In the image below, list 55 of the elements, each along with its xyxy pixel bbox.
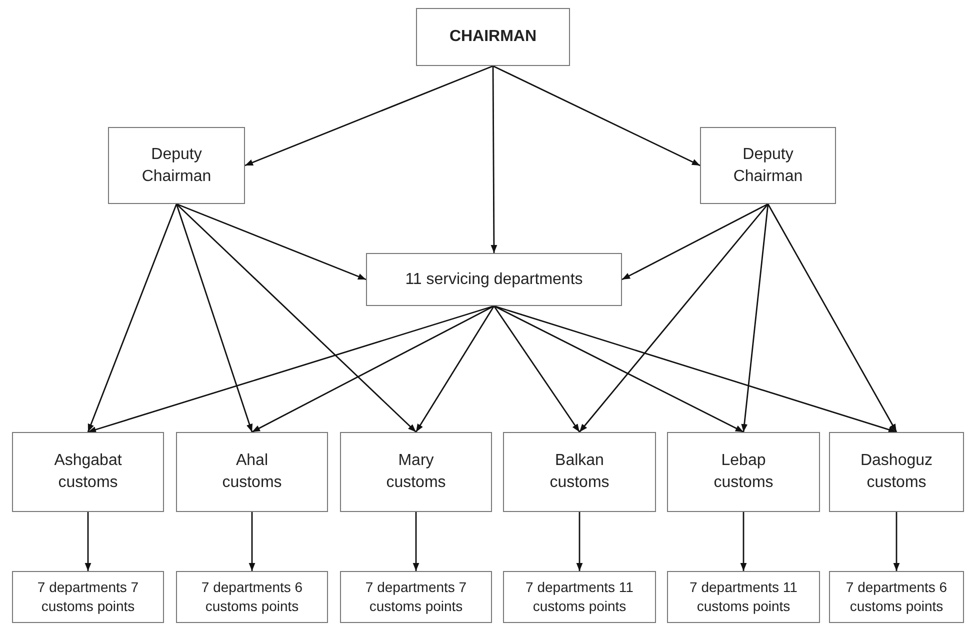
department-box xyxy=(366,253,622,306)
arrow xyxy=(87,204,178,432)
box-label: Mary customs xyxy=(385,451,447,493)
arrow xyxy=(176,203,366,280)
box-label: Deputy Chairman xyxy=(732,144,804,186)
org-box xyxy=(503,432,656,512)
arrow xyxy=(494,305,744,433)
arrow xyxy=(244,65,494,166)
arrow xyxy=(741,204,769,432)
box-label: CHAIRMAN xyxy=(449,27,537,48)
arrow xyxy=(252,305,494,433)
arrow xyxy=(767,204,898,432)
arrow xyxy=(490,66,498,253)
box-label: 7 departments 7 customs points xyxy=(36,578,140,616)
box-label: 7 departments 6 customs points xyxy=(200,578,304,616)
org-box xyxy=(12,432,164,512)
arrow xyxy=(576,512,583,571)
summary-box xyxy=(176,571,328,623)
org-box xyxy=(416,8,570,66)
arrow xyxy=(176,204,416,432)
arrow xyxy=(494,305,897,433)
summary-box xyxy=(340,571,492,623)
box-label: 7 departments 11 customs points xyxy=(524,578,634,616)
arrow xyxy=(893,512,900,571)
summary-box xyxy=(12,571,164,623)
org-box xyxy=(340,432,492,512)
arrow xyxy=(493,306,580,432)
arrow xyxy=(84,512,92,571)
box-label: Dashoguz customs xyxy=(859,451,934,493)
box-label: Ashgabat customs xyxy=(53,451,123,493)
summary-box xyxy=(503,571,656,623)
box-label: Deputy Chairman xyxy=(140,144,212,186)
box-label: 7 departments 6 customs points xyxy=(844,578,948,616)
box-label: 11 servicing departments xyxy=(405,270,583,290)
summary-box xyxy=(667,571,820,623)
arrow xyxy=(740,512,747,571)
arrow xyxy=(176,204,253,432)
arrow xyxy=(88,305,494,433)
arrow xyxy=(415,306,495,432)
org-box xyxy=(700,127,836,204)
org-box xyxy=(667,432,820,512)
arrow xyxy=(492,65,700,166)
org-box xyxy=(829,432,964,512)
box-label: 7 departments 7 customs points xyxy=(364,578,468,616)
box-label: Ahal customs xyxy=(221,451,283,493)
arrow xyxy=(578,204,769,432)
box-label: Balkan customs xyxy=(548,451,610,493)
org-box xyxy=(108,127,245,204)
arrow xyxy=(622,203,768,280)
org-box xyxy=(176,432,328,512)
box-label: 7 departments 11 customs points xyxy=(688,578,798,616)
arrow xyxy=(248,512,256,571)
box-label: Lebap customs xyxy=(712,451,774,493)
summary-box xyxy=(829,571,964,623)
arrow xyxy=(412,512,420,571)
